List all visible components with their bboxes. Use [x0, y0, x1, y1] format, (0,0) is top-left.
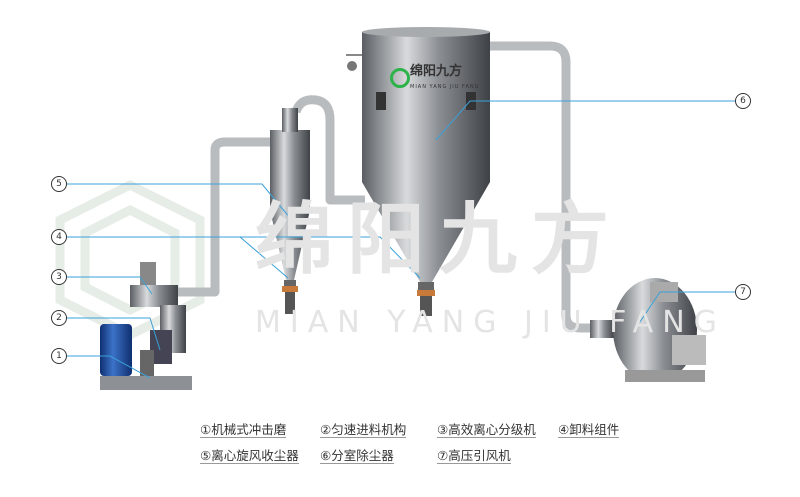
- callout-4: 4: [51, 229, 67, 245]
- legend-item-5: ⑤离心旋风收尘器: [200, 448, 299, 464]
- callout-5: 5: [51, 176, 67, 192]
- legend-item-1: ①机械式冲击磨: [200, 422, 287, 438]
- leader-lines: [66, 100, 736, 379]
- callout-3: 3: [51, 269, 67, 285]
- pipes: [175, 41, 610, 333]
- watermark-chinese: 绵阳九方: [255, 195, 624, 285]
- legend-item-6: ⑥分室除尘器: [320, 448, 394, 464]
- callout-2: 2: [51, 310, 67, 326]
- legend-item-4: ④卸料组件: [558, 422, 620, 438]
- callout-6: 6: [735, 93, 751, 109]
- logo-text: 绵阳九方: [410, 64, 463, 79]
- legend-item-2: ②匀速进料机构: [320, 422, 407, 438]
- logo-icon: [390, 68, 410, 88]
- logo-subtext: MIAN YANG JIU FANG: [410, 84, 480, 90]
- impact-mill: [100, 262, 192, 390]
- cyclone-separator: [270, 108, 310, 314]
- callout-7: 7: [735, 284, 751, 300]
- legend-item-7: ⑦高压引风机: [437, 448, 511, 464]
- callout-1: 1: [51, 348, 67, 364]
- legend-item-3: ③高效离心分级机: [437, 422, 536, 438]
- watermark-english: MIAN YANG JIU FANG: [255, 305, 726, 340]
